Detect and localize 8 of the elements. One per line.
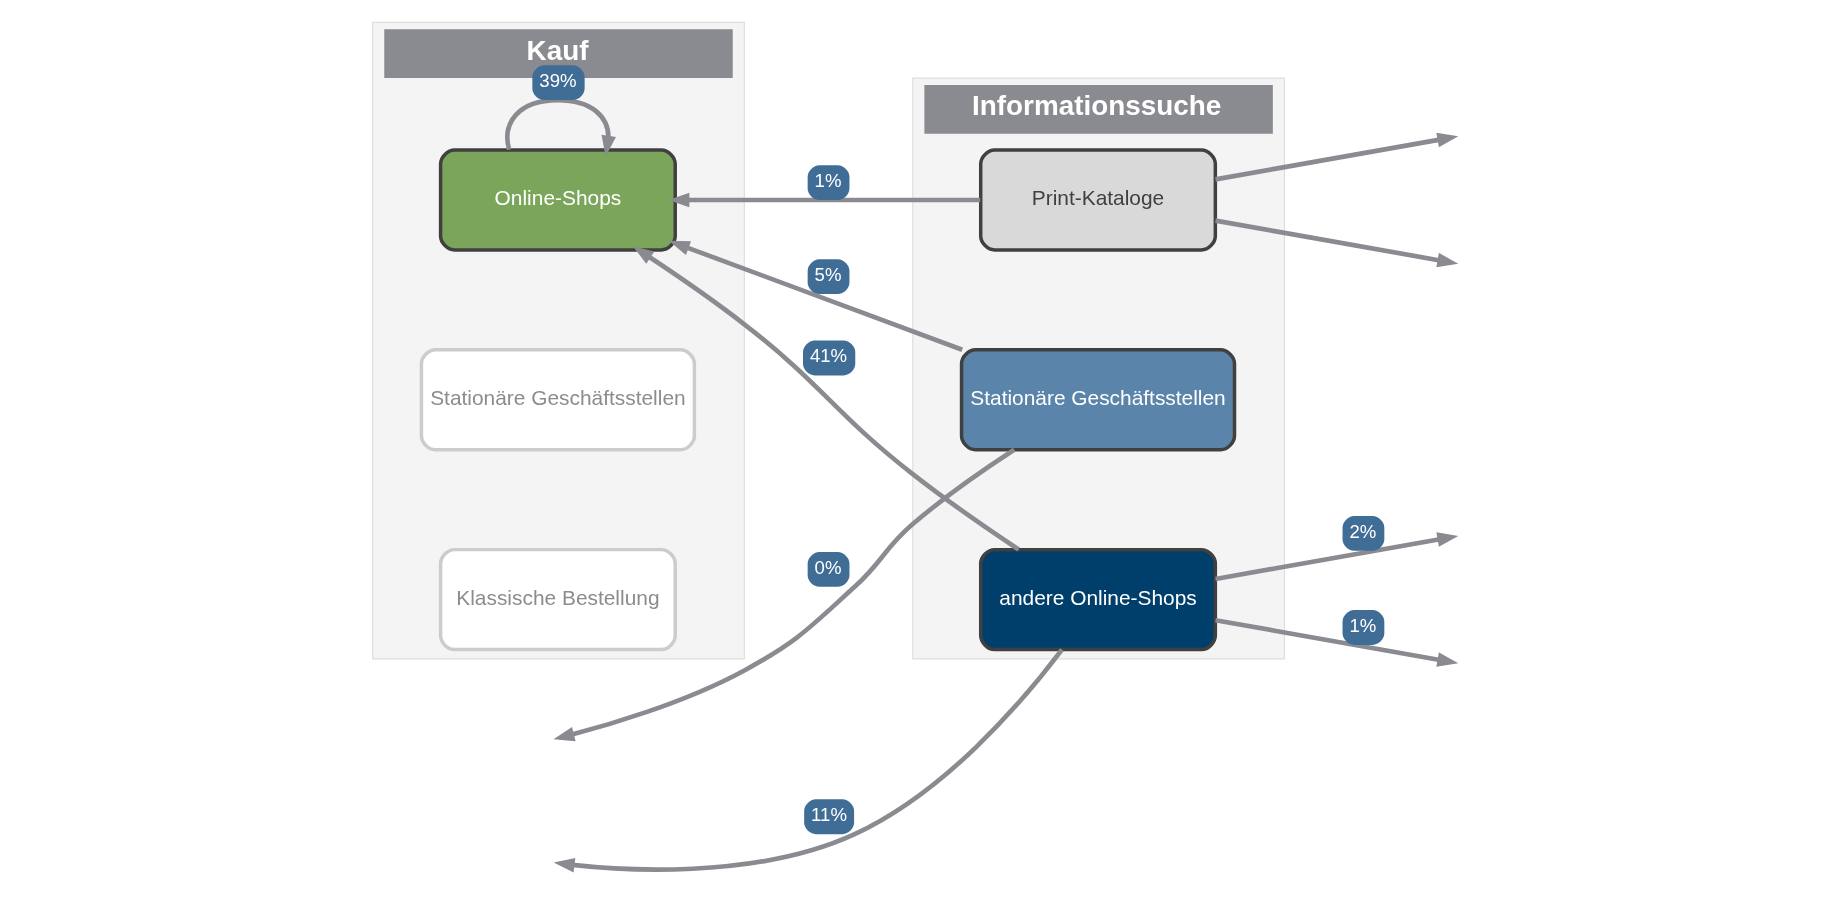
edge-label: 0% (814, 556, 842, 578)
edge-label: 1% (814, 170, 842, 191)
edge-label: 5% (814, 264, 842, 286)
edge-label: 2% (1349, 520, 1377, 542)
edge-label: 11% (811, 804, 847, 826)
edge-label: 1% (1349, 614, 1377, 636)
edge-label: 39% (539, 70, 577, 92)
edge-label: 41% (809, 345, 848, 367)
